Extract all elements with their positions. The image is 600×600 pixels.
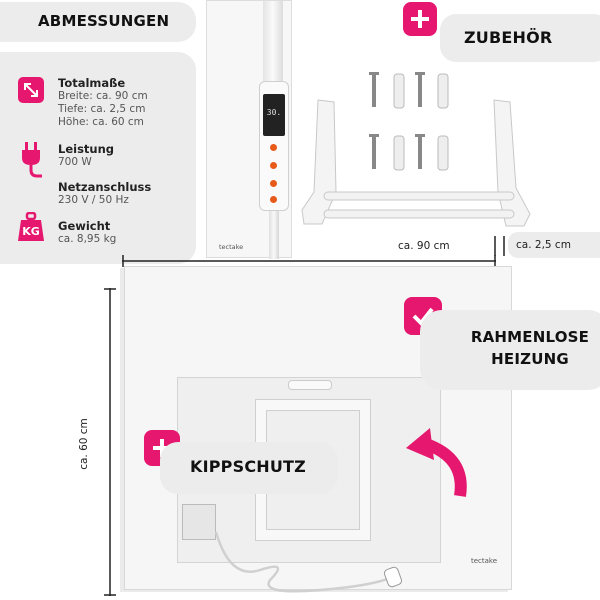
tip-protection-pill: KIPPSCHUTZ	[160, 442, 338, 494]
plug-icon	[18, 140, 44, 180]
weight-label: Gewicht	[58, 219, 111, 233]
height-dimension-line	[104, 288, 116, 596]
specs-panel: Totalmaße Breite: ca. 90 cm Tiefe: ca. 2…	[0, 52, 196, 264]
width-dimension-line	[122, 252, 496, 267]
heater-brand: tectake	[471, 557, 498, 565]
power-value: 700 W	[58, 156, 92, 168]
feet-bracket-image	[294, 92, 544, 242]
accessories-title: ZUBEHÖR	[464, 28, 553, 47]
accessories-pill: ZUBEHÖR	[440, 14, 600, 62]
weight-value: ca. 8,95 kg	[58, 233, 117, 245]
depth-dimension-line	[494, 236, 508, 256]
dimensions-width: Breite: ca. 90 cm	[58, 90, 148, 102]
power-label: Leistung	[58, 142, 115, 156]
mains-label: Netzanschluss	[58, 180, 152, 194]
depth-label: ca. 2,5 cm	[516, 239, 571, 251]
thermostat-brand: tectake	[219, 243, 244, 251]
dimensions-depth: Tiefe: ca. 2,5 cm	[58, 103, 146, 115]
diagonal-arrows-icon	[18, 77, 44, 103]
weight-icon-text: KG	[22, 225, 40, 238]
screws-and-dowels-image	[364, 68, 460, 198]
power-cable	[200, 520, 420, 600]
frameless-pill: RAHMENLOSE HEIZUNG	[420, 310, 600, 390]
dimensions-height: Höhe: ca. 60 cm	[58, 116, 144, 128]
weight-kg-icon: KG	[16, 211, 46, 242]
frameless-line1: RAHMENLOSE	[470, 328, 590, 346]
page-title: ABMESSUNGEN	[38, 12, 170, 30]
thermostat-image: 30. tectake	[206, 0, 292, 259]
height-label: ca. 60 cm	[77, 418, 90, 470]
tip-protection-title: KIPPSCHUTZ	[190, 457, 306, 476]
header-pill: ABMESSUNGEN	[0, 2, 196, 42]
junction-box	[182, 504, 216, 540]
accessories-plus-icon	[403, 2, 437, 36]
thermostat-display-value: 30.	[266, 108, 282, 117]
thermostat-body: 30.	[259, 81, 289, 211]
mains-value: 230 V / 50 Hz	[58, 194, 129, 206]
thermostat-screen: 30.	[263, 94, 285, 136]
rotate-arrow-icon	[400, 418, 470, 498]
width-label: ca. 90 cm	[398, 240, 450, 252]
depth-pill: ca. 2,5 cm	[508, 232, 600, 258]
dimensions-label: Totalmaße	[58, 76, 126, 90]
frameless-line2: HEIZUNG	[491, 350, 569, 368]
